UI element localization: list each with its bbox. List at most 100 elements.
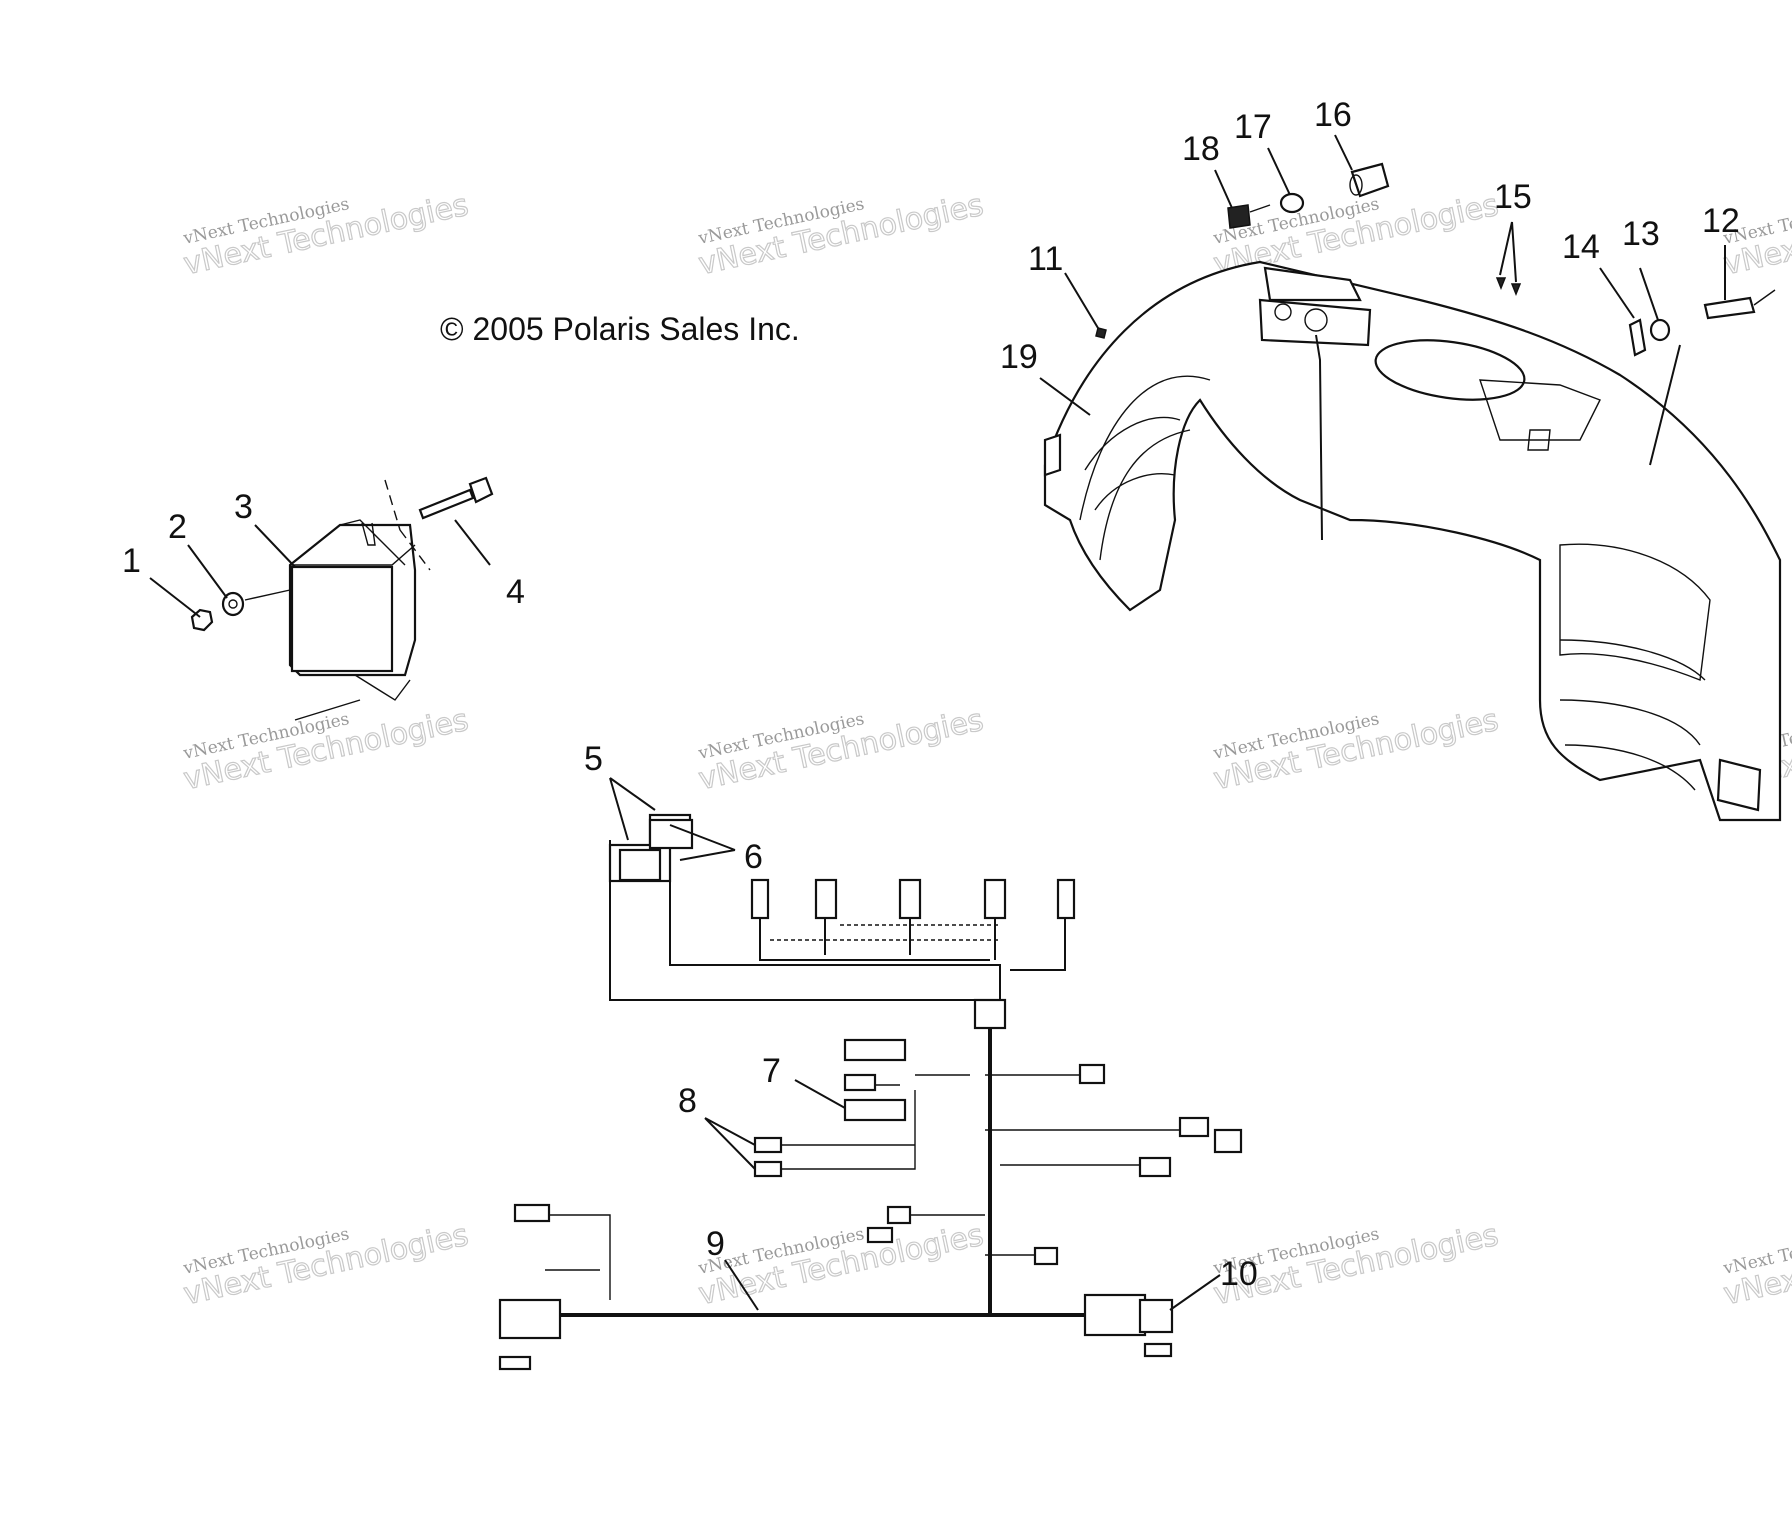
dash-pod-vent-2	[1094, 473, 1176, 511]
callout-16: 16	[1314, 96, 1352, 134]
relay-5a	[648, 818, 694, 850]
leader-7	[794, 1079, 846, 1109]
connector-7a	[843, 1038, 907, 1062]
switch-panel	[1263, 266, 1362, 302]
callout-18: 18	[1182, 130, 1220, 168]
copyright-notice: © 2005 Polaris Sales Inc.	[440, 311, 800, 347]
pod-right-vent-line-1	[1559, 639, 1706, 681]
harness-trunk-joint	[973, 998, 1007, 1030]
callout-4: 4	[506, 573, 525, 611]
watermark: vNext Technologies vNext Technologies	[695, 1217, 987, 1313]
relay-5b	[618, 848, 662, 882]
leader-17	[1267, 147, 1291, 196]
leader-10	[1169, 1274, 1221, 1311]
switch-panel-face	[1258, 298, 1372, 347]
leader-13	[1639, 267, 1659, 321]
pod-small-square	[1527, 429, 1551, 451]
leader-11	[1064, 272, 1099, 329]
dash-pod-assembly	[1043, 162, 1782, 822]
connector-1	[750, 878, 770, 920]
switch-hole-2	[1304, 308, 1328, 332]
connector-4	[983, 878, 1007, 920]
watermark: vNext Technologies vNext Technologies	[180, 187, 472, 283]
connector-5	[1056, 878, 1076, 920]
callout-12: 12	[1702, 202, 1740, 240]
leader-15	[1499, 221, 1517, 283]
connector-right-6	[866, 1226, 894, 1244]
connector-10	[1083, 1293, 1147, 1337]
leader-9	[724, 1259, 759, 1311]
connector-2	[814, 878, 838, 920]
dash-pod-left-arch	[1079, 375, 1211, 521]
connector-left-small	[513, 1203, 551, 1223]
callout-15: 15	[1494, 178, 1532, 216]
callout-8: 8	[678, 1082, 697, 1120]
nut-part-13	[1649, 318, 1671, 342]
connector-7c	[843, 1098, 907, 1122]
leader-5	[609, 777, 656, 841]
callout-13: 13	[1622, 215, 1660, 253]
callout-14: 14	[1562, 228, 1600, 266]
wiring-harness	[498, 813, 1243, 1371]
leader-2	[187, 544, 228, 599]
module-top-edge	[290, 544, 416, 566]
knob-face-16	[1349, 174, 1363, 196]
module-leader	[294, 699, 361, 721]
connector-right-7	[1033, 1246, 1059, 1266]
module-face	[290, 565, 394, 673]
harness-branch-5	[1010, 880, 1066, 971]
callout-19: 19	[1000, 338, 1038, 376]
pod-right-vent-line-3	[1564, 744, 1696, 791]
knob-part-16	[1350, 162, 1390, 198]
dash-pod-vent-1	[1084, 416, 1181, 471]
leader-6	[669, 824, 736, 861]
key-blade-18	[1249, 204, 1271, 213]
rivet-part-15a	[1495, 277, 1507, 291]
washer-part	[221, 591, 245, 617]
harness-branch-1	[759, 880, 990, 961]
callout-9: 9	[706, 1225, 725, 1263]
watermark: vNext Technologies vNext Technologies	[695, 187, 987, 283]
connector-right-3	[1213, 1128, 1243, 1154]
pod-right-vent-upper	[1559, 543, 1711, 681]
callout-17: 17	[1234, 108, 1272, 146]
switch-hole-1	[1274, 303, 1292, 321]
leader-1	[149, 577, 201, 618]
switch-part-14	[1628, 318, 1647, 357]
watermark: vNext Technologies vNext Technologies	[695, 702, 987, 798]
connector-right-1	[1078, 1063, 1106, 1085]
leader-14	[1599, 267, 1635, 319]
module-slot	[361, 522, 376, 546]
module-centerline	[244, 589, 291, 601]
pod-right-panel	[1479, 379, 1601, 441]
watermark: vNext Technologies vNext Technologies	[1210, 702, 1502, 798]
leader-3	[254, 524, 296, 568]
harness-side-branches	[900, 1074, 1180, 1256]
harness-inner-left	[669, 840, 1001, 1025]
watermark: vNext Technologies vNext Technologies	[180, 1217, 472, 1313]
connector-10-tail	[1138, 1298, 1174, 1334]
callout-10: 10	[1220, 1255, 1258, 1293]
bolt-centerline	[384, 479, 431, 571]
connector-7b	[843, 1073, 877, 1092]
bolt-shank	[418, 488, 475, 520]
callout-5: 5	[584, 740, 603, 778]
nut-part-17	[1279, 192, 1305, 214]
washer-hole	[228, 599, 238, 609]
connector-right-4	[1138, 1156, 1172, 1178]
harness-left-branches	[870, 1074, 970, 1086]
connector-right-2	[1178, 1116, 1210, 1138]
connector-right-5	[886, 1205, 912, 1225]
module-bracket	[339, 519, 406, 566]
connector-3	[898, 878, 922, 920]
dash-pod-body	[1043, 260, 1782, 822]
bolt-head	[468, 476, 494, 504]
connector-8a	[753, 1136, 783, 1154]
leader-16	[1334, 134, 1353, 171]
leader-13-shaft	[1649, 344, 1681, 466]
pod-right-vent-line-2	[1559, 699, 1701, 746]
watermark: vNext Technologies vNext Technologies	[1720, 1217, 1792, 1313]
callout-1: 1	[122, 542, 141, 580]
rivet-part-15b	[1510, 283, 1522, 297]
